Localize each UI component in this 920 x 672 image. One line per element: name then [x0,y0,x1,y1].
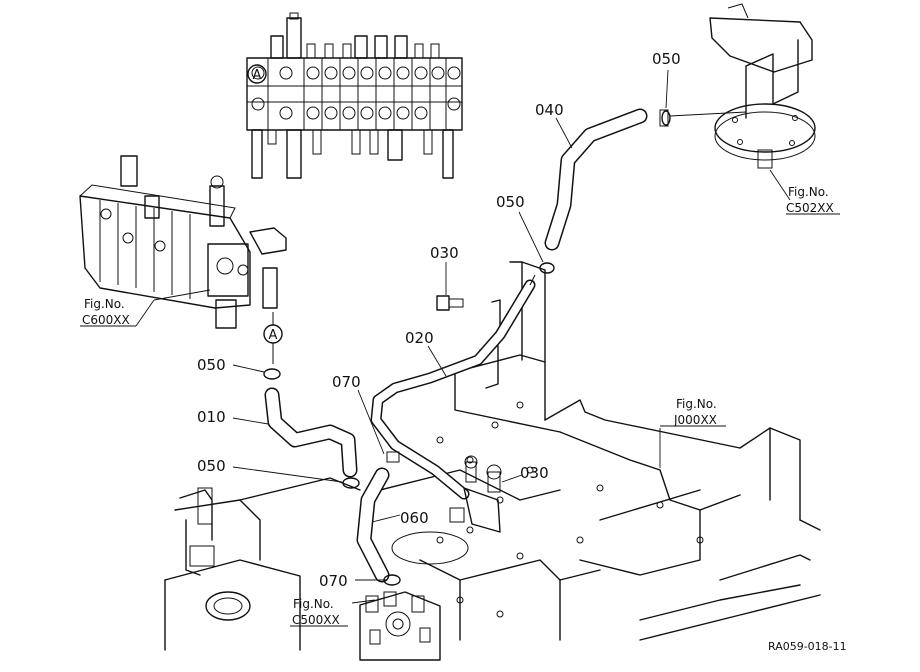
fitting-tee [386,451,502,533]
bolt-030-top [436,295,464,311]
callout-020: 020 [405,329,434,347]
callout-050-lower: 050 [197,457,226,475]
figref-j000-code: J000XX [673,413,717,427]
figref-c600-label: Fig.No. [84,297,125,311]
callout-050-left: 050 [197,356,226,374]
callout-070-top: 070 [332,373,361,391]
drawing-code: RA059-018-11 [768,640,847,653]
callout-050-top: 050 [652,50,681,68]
figref-c500-code: C500XX [292,613,340,627]
figref-c500: Fig.No. C500XX [290,597,348,627]
callout-070-bottom: 070 [319,572,348,590]
swivel-valve-block [359,591,441,661]
hose-010 [263,368,358,478]
callout-010: 010 [197,408,226,426]
figref-c502-label: Fig.No. [788,185,829,199]
callout-050-mid: 050 [496,193,525,211]
callout-040: 040 [535,101,564,119]
figref-c502-code: C502XX [786,201,834,215]
pipe-020 [370,262,555,500]
figref-c500-label: Fig.No. [293,597,334,611]
hose-060 [342,467,401,586]
figref-j000-label: Fig.No. [676,397,717,411]
control-valve-assembly [79,155,287,329]
callout-060: 060 [400,509,429,527]
figref-c502: Fig.No. C502XX [786,185,840,215]
callout-030-top: 030 [430,244,459,262]
hydraulic-tank [709,3,816,201]
leader-lines [153,69,669,604]
control-valve-detail: A [246,12,463,179]
marker-a-lower: A [269,328,278,343]
figref-c600: Fig.No. C600XX [80,297,155,327]
callout-030-lower: 030 [520,464,549,482]
marker-a-top: A [253,68,262,83]
hose-040 [544,108,747,251]
figref-c600-code: C600XX [82,313,130,327]
figref-j000: Fig.No. J000XX [660,397,726,427]
machine-frame [164,261,821,651]
